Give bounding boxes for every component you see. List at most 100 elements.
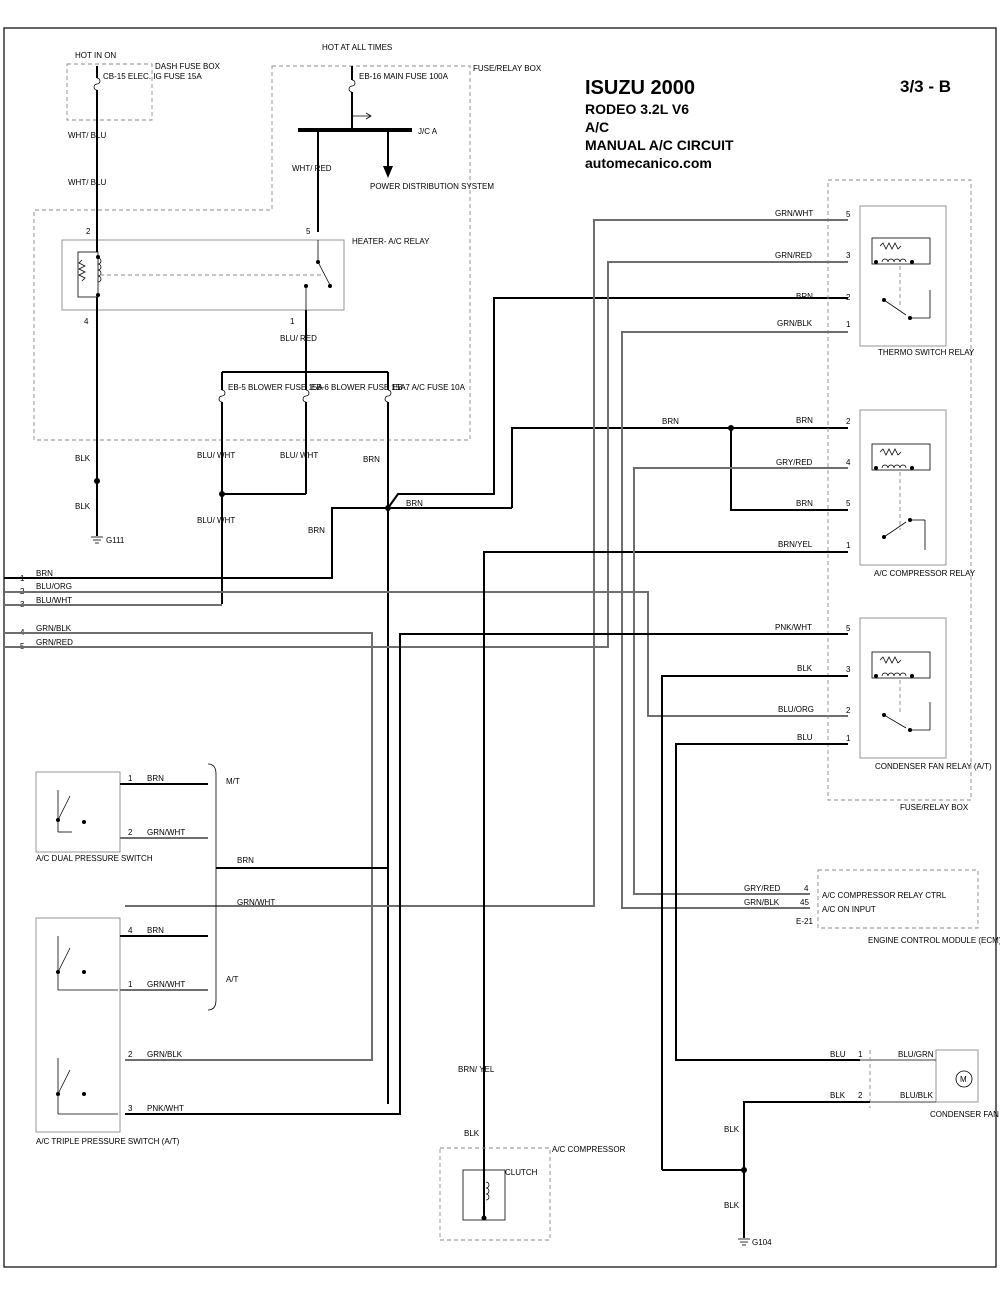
- ground-g111-icon: G111: [91, 536, 125, 545]
- wire-brn-comp-relay: [511, 427, 848, 508]
- svg-text:5: 5: [846, 624, 851, 633]
- svg-text:2: 2: [858, 1091, 863, 1100]
- wire-label-wht-red: WHT/ RED: [292, 164, 332, 173]
- heater-ac-relay: 2 5 4 1 HEATER- A/C RELAY: [61, 227, 430, 536]
- ac-triple-pressure-switch: A/C TRIPLE PRESSURE SWITCH (A/T) 4 1 2 3…: [35, 917, 208, 1146]
- wire-label-blk-g104a: BLK: [724, 1125, 740, 1134]
- harness-label-brn: BRN: [36, 569, 53, 578]
- eb7-label: EB-7 A/C FUSE 10A: [392, 383, 466, 392]
- svg-text:2: 2: [846, 293, 851, 302]
- wire-brn-comp-relay-5: [730, 428, 848, 511]
- svg-text:45: 45: [800, 898, 809, 907]
- brace-wire-grn-wht: GRN/WHT: [237, 898, 275, 907]
- wire-label-pnk-wht: PNK/WHT: [775, 623, 812, 632]
- mt-label: M/T: [226, 777, 240, 786]
- wire-label-brn-2: BRN: [308, 526, 325, 535]
- triple-wire-brn: BRN: [147, 926, 164, 935]
- right-fuse-relay-box: [827, 179, 972, 801]
- svg-text:2: 2: [128, 828, 133, 837]
- wire-label-blk-comp: BLK: [464, 1129, 480, 1138]
- triple-switch-label: A/C TRIPLE PRESSURE SWITCH (A/T): [36, 1137, 180, 1146]
- title-block: ISUZU 2000 RODEO 3.2L V6 A/C MANUAL A/C …: [585, 77, 951, 171]
- title-model: RODEO 3.2L V6: [585, 101, 689, 117]
- junction-block-jca: J/C A POWER DISTRIBUTION SYSTEM: [298, 127, 494, 232]
- ground-g104-icon: G104: [738, 1238, 772, 1247]
- svg-text:4: 4: [804, 884, 809, 893]
- wire-label-blu-grn: BLU/GRN: [898, 1050, 934, 1059]
- g111-label: G111: [106, 536, 125, 545]
- svg-text:1: 1: [20, 574, 25, 583]
- fuse-bus: [218, 371, 392, 1104]
- g104-label: G104: [752, 1238, 772, 1247]
- triple-wire-grn-blk: GRN/BLK: [147, 1050, 183, 1059]
- condenser-fan: M CONDENSER FAN 1 2 BLU BLK BLU/GRN BLU/…: [830, 1049, 999, 1119]
- harness-label-grn-red: GRN/RED: [36, 638, 73, 647]
- page-number: 3/3 - B: [900, 77, 951, 96]
- ac-dual-pressure-switch: A/C DUAL PRESSURE SWITCH 1 2 BRN GRN/WHT: [35, 771, 208, 863]
- thermo-switch-relay: 5 3 2 1 THERMO SWITCH RELAY: [846, 205, 975, 357]
- wire-label-brn-yel-v: BRN/ YEL: [458, 1065, 495, 1074]
- heater-relay-label: HEATER- A/C RELAY: [352, 237, 430, 246]
- svg-text:3: 3: [846, 665, 851, 674]
- wire-gry-red: [633, 467, 848, 895]
- condenser-fan-relay: 5 3 2 1 CONDENSER FAN RELAY (A/T): [846, 617, 992, 771]
- svg-text:2: 2: [846, 417, 851, 426]
- eb16-main-fuse: EB-16 MAIN FUSE 100A: [348, 66, 449, 128]
- wire-label-brn-comp5: BRN: [796, 499, 813, 508]
- motor-icon: [955, 1070, 973, 1088]
- svg-text:1: 1: [846, 320, 851, 329]
- wire-label-blu-org: BLU/ORG: [778, 705, 814, 714]
- title-make-year: ISUZU 2000: [585, 77, 695, 99]
- brace-wire-brn: BRN: [237, 856, 254, 865]
- svg-text:1: 1: [290, 317, 295, 326]
- hot-in-on-label: HOT IN ON: [75, 51, 116, 60]
- wire-grn-blk: [621, 331, 848, 909]
- wire-label-blk-cond: BLK: [797, 664, 813, 673]
- condenser-relay-label: CONDENSER FAN RELAY (A/T): [875, 762, 992, 771]
- eb16-label: EB-16 MAIN FUSE 100A: [359, 72, 449, 81]
- wire-blk-cond: [661, 675, 848, 1170]
- wire-label-brn-thermo: BRN: [796, 292, 813, 301]
- wire-label-blu-blk: BLU/BLK: [900, 1091, 934, 1100]
- wire-label-brn-yel: BRN/YEL: [778, 540, 813, 549]
- svg-text:1: 1: [846, 541, 851, 550]
- wire-label-brn-comp2: BRN: [796, 416, 813, 425]
- wire-label-grn-blk-thermo: GRN/BLK: [777, 319, 813, 328]
- jca-label: J/C A: [418, 127, 438, 136]
- wire-blu-cond: [675, 743, 860, 1061]
- svg-text:2: 2: [86, 227, 91, 236]
- ecm-relay-ctrl: A/C COMPRESSOR RELAY CTRL: [822, 891, 947, 900]
- engine-control-module: A/C COMPRESSOR RELAY CTRL A/C ON INPUT E…: [744, 869, 1000, 945]
- wire-label-grn-wht-thermo: GRN/WHT: [775, 209, 813, 218]
- wire-label-blk-g111b: BLK: [75, 502, 91, 511]
- wire-label-grn-blk-ecm: GRN/BLK: [744, 898, 780, 907]
- svg-text:1: 1: [858, 1050, 863, 1059]
- clutch-label: CLUTCH: [505, 1168, 538, 1177]
- ac-compressor-relay: 2 4 5 1 A/C COMPRESSOR RELAY: [846, 409, 976, 578]
- ecm-ac-on: A/C ON INPUT: [822, 905, 876, 914]
- wire-label-brn-1: BRN: [363, 455, 380, 464]
- wire-label-wht-blu-1: WHT/ BLU: [68, 131, 106, 140]
- wire-label-brn-3: BRN: [406, 499, 423, 508]
- ecm-connector: E-21: [796, 917, 813, 926]
- svg-text:3: 3: [846, 251, 851, 260]
- wire-label-blu-wht-1: BLU/ WHT: [197, 451, 235, 460]
- compressor-relay-label: A/C COMPRESSOR RELAY: [874, 569, 976, 578]
- harness-left: 1 2 3 4 5 BRN BLU/ORG BLU/WHT GRN/BLK GR…: [4, 569, 848, 1061]
- eb6-label: EB-6 BLOWER FUSE 15A: [311, 383, 406, 392]
- condenser-fan-label: CONDENSER FAN: [930, 1110, 999, 1119]
- svg-text:4: 4: [84, 317, 89, 326]
- svg-text:4: 4: [128, 926, 133, 935]
- wire-brn-line1: [4, 507, 388, 579]
- harness-label-grn-blk: GRN/BLK: [36, 624, 72, 633]
- wire-label-blk-g111a: BLK: [75, 454, 91, 463]
- title-website: automecanico.com: [585, 155, 712, 171]
- hot-at-all-times-label: HOT AT ALL TIMES: [322, 43, 392, 52]
- wire-label-gry-red-ecm: GRY/RED: [744, 884, 781, 893]
- wire-grn-red: [30, 261, 848, 648]
- dash-fuse-box-label: DASH FUSE BOX: [155, 62, 221, 71]
- svg-text:5: 5: [306, 227, 311, 236]
- harness-label-blu-wht: BLU/WHT: [36, 596, 72, 605]
- brace-icon: [207, 763, 217, 1011]
